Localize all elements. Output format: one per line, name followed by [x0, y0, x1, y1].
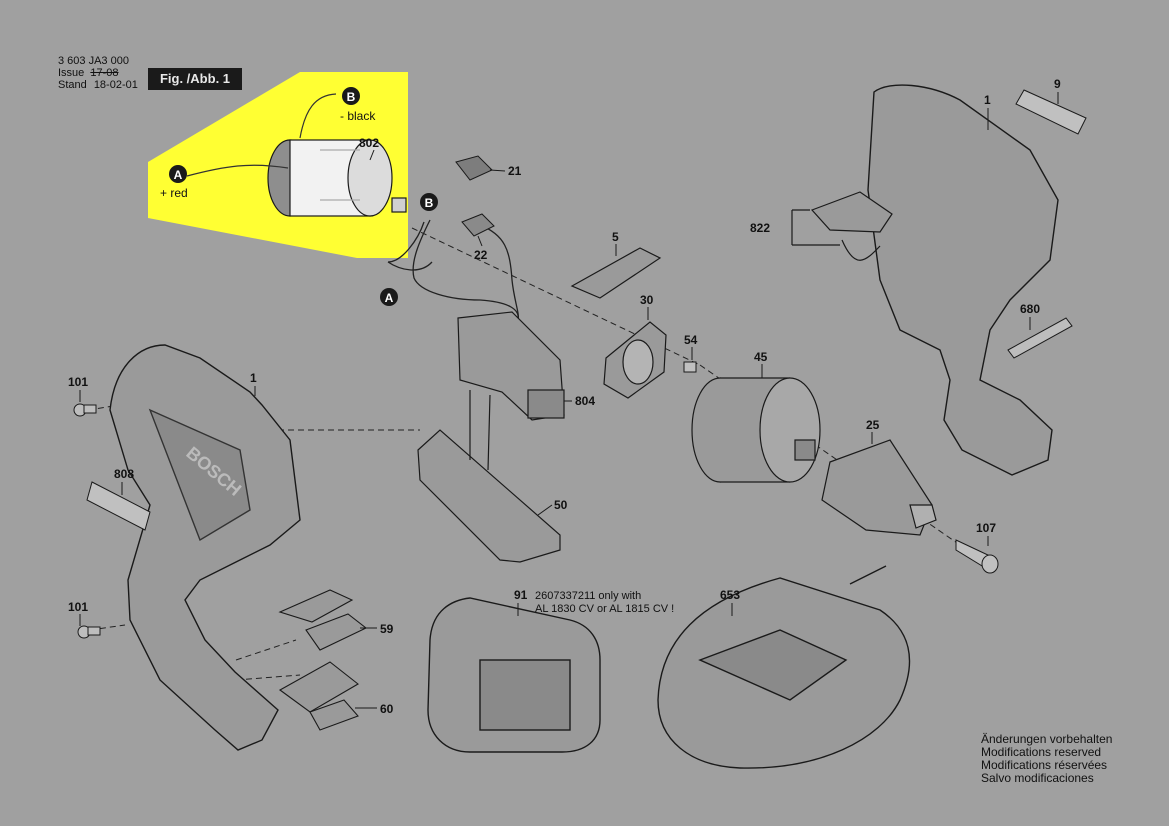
issue-value: 17-08	[90, 67, 119, 79]
label-9	[1015, 89, 1087, 135]
part-label-107: 107	[976, 521, 996, 535]
motor-802	[186, 93, 407, 217]
part-label-101-top: 101	[68, 375, 88, 389]
screw-54	[683, 361, 697, 373]
direction-switch-5	[570, 247, 662, 299]
note-en: Modifications reserved	[981, 745, 1102, 759]
gearbox-45	[691, 377, 821, 483]
callout-circle-a-left	[169, 165, 187, 183]
cover-59	[278, 589, 368, 651]
callout-circle-b-mid	[420, 193, 438, 211]
stand-value: 18-02-01	[93, 79, 138, 91]
part-label-91: 91	[514, 588, 528, 602]
battery-91	[427, 597, 601, 753]
document-number: 3 603 JA3 000	[58, 55, 129, 67]
part-label-30: 30	[640, 293, 654, 307]
battery-note-line-2: AL 1830 CV or AL 1815 CV !	[535, 603, 674, 615]
part-label-808: 808	[114, 467, 134, 481]
part-label-680: 680	[1020, 302, 1040, 316]
callout-a-left-letter: A	[174, 168, 183, 182]
issue-row: Issue 17-08	[58, 67, 119, 80]
stand-label: Stand	[58, 79, 87, 91]
left-housing: BOSCH	[109, 344, 301, 751]
part-label-5: 5	[612, 230, 619, 244]
part-label-54: 54	[684, 333, 698, 347]
note-de: Änderungen vorbehalten	[981, 732, 1113, 746]
part-label-804: 804	[575, 394, 595, 408]
part-label-1-right: 1	[984, 93, 991, 107]
right-housing	[867, 84, 1059, 476]
part-label-21: 21	[508, 164, 522, 178]
label-808	[86, 481, 151, 531]
screw-107	[955, 539, 999, 574]
callout-a-mid-letter: A	[385, 291, 394, 305]
callout-b-top-letter: B	[347, 90, 356, 104]
callout-circle-b-top	[342, 87, 360, 105]
switch-804	[457, 311, 565, 421]
battery-note-line-1: 2607337211 only with	[535, 590, 641, 602]
modification-notes: Änderungen vorbehalten Modifications res…	[981, 733, 1112, 785]
leader-lines	[79, 92, 1059, 709]
part-label-802: 802	[359, 136, 379, 150]
callout-b-top-note: - black	[340, 109, 376, 123]
bit-680	[1007, 317, 1073, 359]
part-label-60: 60	[380, 702, 394, 716]
part-label-45: 45	[754, 350, 768, 364]
part-label-822: 822	[750, 221, 770, 235]
charger-653	[657, 565, 911, 769]
callout-b-mid-letter: B	[425, 196, 434, 210]
note-fr: Modifications réservées	[981, 758, 1108, 772]
part-label-101-bottom: 101	[68, 600, 88, 614]
cover-60	[278, 661, 359, 731]
pcb-small-22	[461, 213, 495, 237]
motor-wires	[387, 219, 520, 321]
part-label-1-left: 1	[250, 371, 257, 385]
part-label-653: 653	[720, 588, 740, 602]
figure-label: Fig. /Abb. 1	[148, 68, 242, 90]
note-es: Salvo modificaciones	[981, 771, 1094, 785]
callout-circle-a-mid	[380, 288, 398, 306]
pcb-50	[417, 390, 561, 563]
screws-101	[73, 403, 101, 639]
part-label-25: 25	[866, 418, 880, 432]
part-label-9: 9	[1054, 77, 1061, 91]
part-label-59: 59	[380, 622, 394, 636]
clip-822	[791, 191, 893, 261]
stand-row: Stand 18-02-01	[58, 79, 138, 92]
slide-plate-21	[455, 155, 493, 181]
part-label-22: 22	[474, 248, 488, 262]
chuck-25	[821, 439, 937, 536]
gear-ring-30	[603, 321, 667, 399]
issue-label: Issue	[58, 67, 85, 79]
part-label-50: 50	[554, 498, 568, 512]
callout-a-left-note: + red	[160, 186, 188, 200]
